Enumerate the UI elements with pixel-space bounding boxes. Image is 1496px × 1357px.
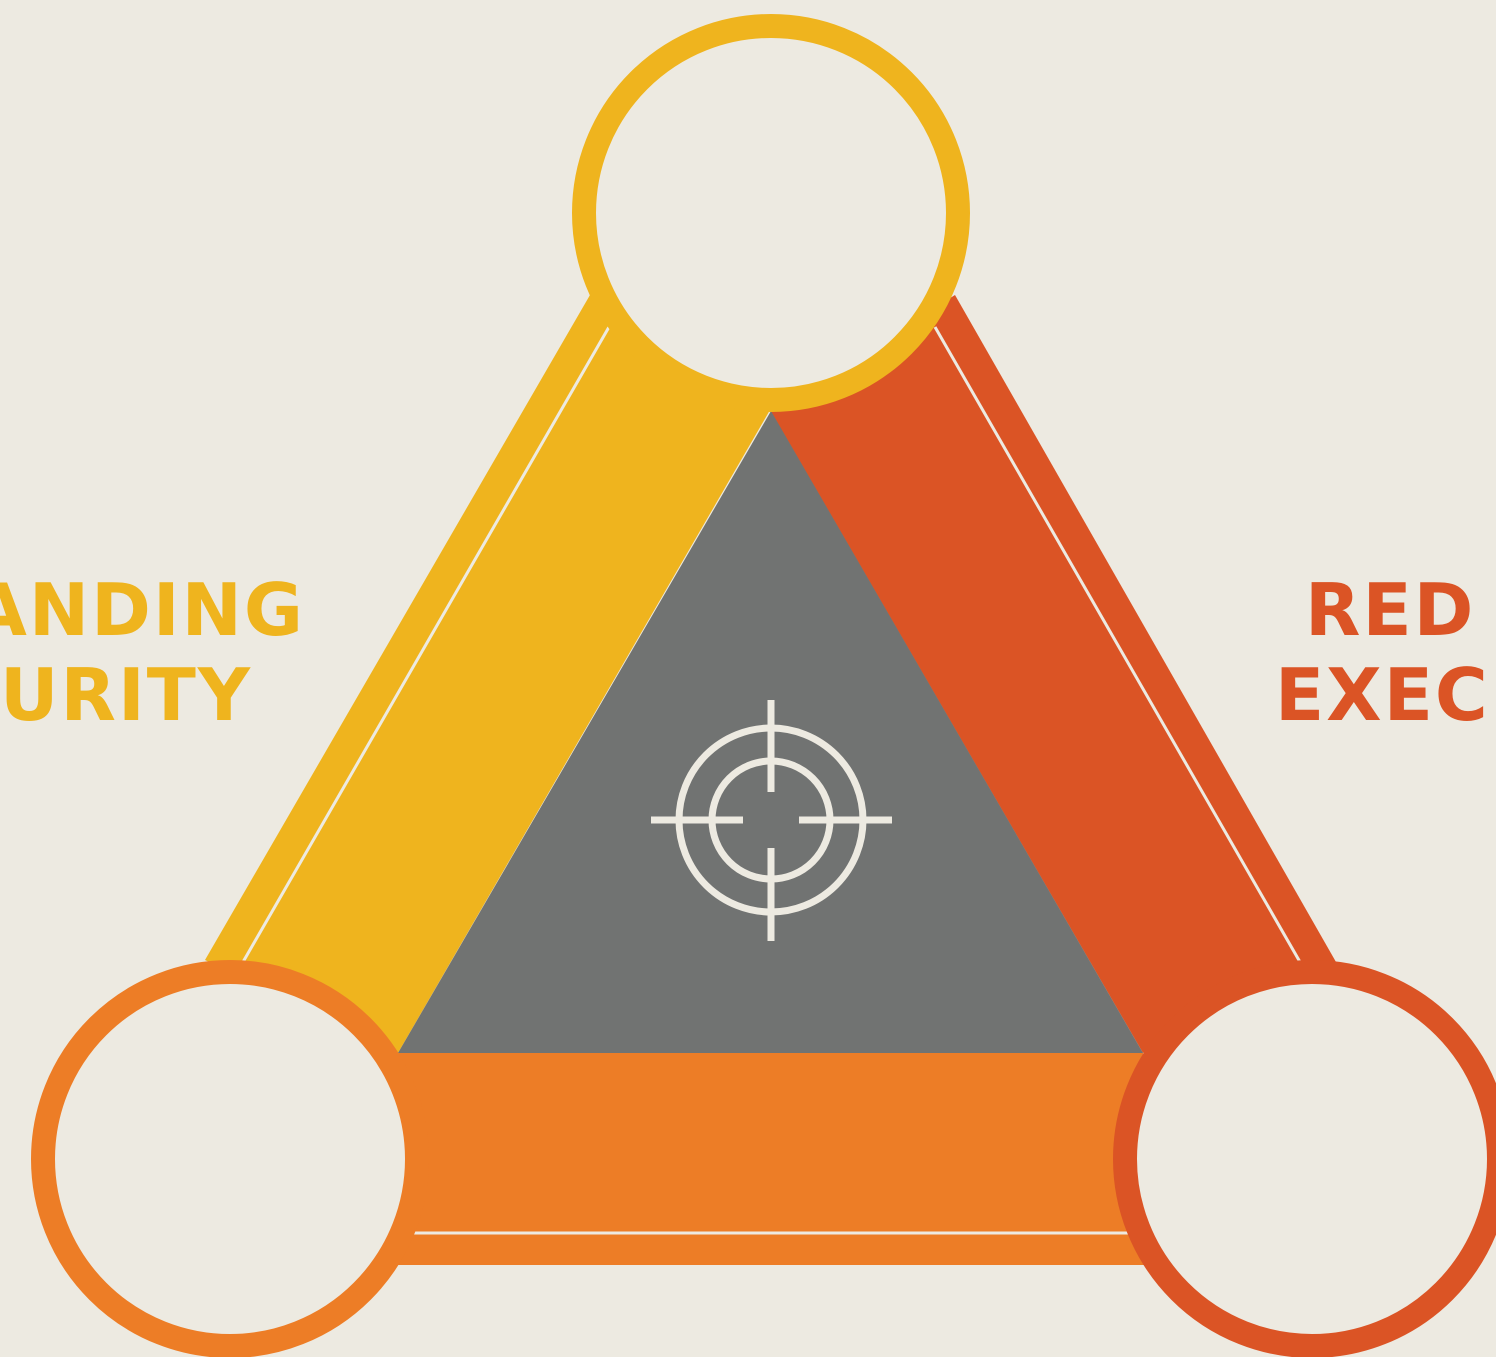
left-label-line2: CURITY: [0, 653, 252, 737]
right-band-inner-line: [933, 326, 1302, 963]
bottom-right-circle: [1113, 960, 1496, 1357]
left-band-inner-line: [241, 326, 611, 963]
right-band: [770, 295, 1336, 1053]
right-label-line1: RED: [1305, 568, 1475, 652]
left-band: [205, 295, 770, 1053]
right-label-line2: EXEC: [1275, 653, 1490, 737]
crosshair-target-icon: [651, 700, 892, 941]
bottom-left-circle: [31, 960, 429, 1357]
top-circle: [572, 14, 970, 412]
bottom-band: [398, 1053, 1150, 1265]
left-label-line1: ANDING: [0, 568, 305, 652]
